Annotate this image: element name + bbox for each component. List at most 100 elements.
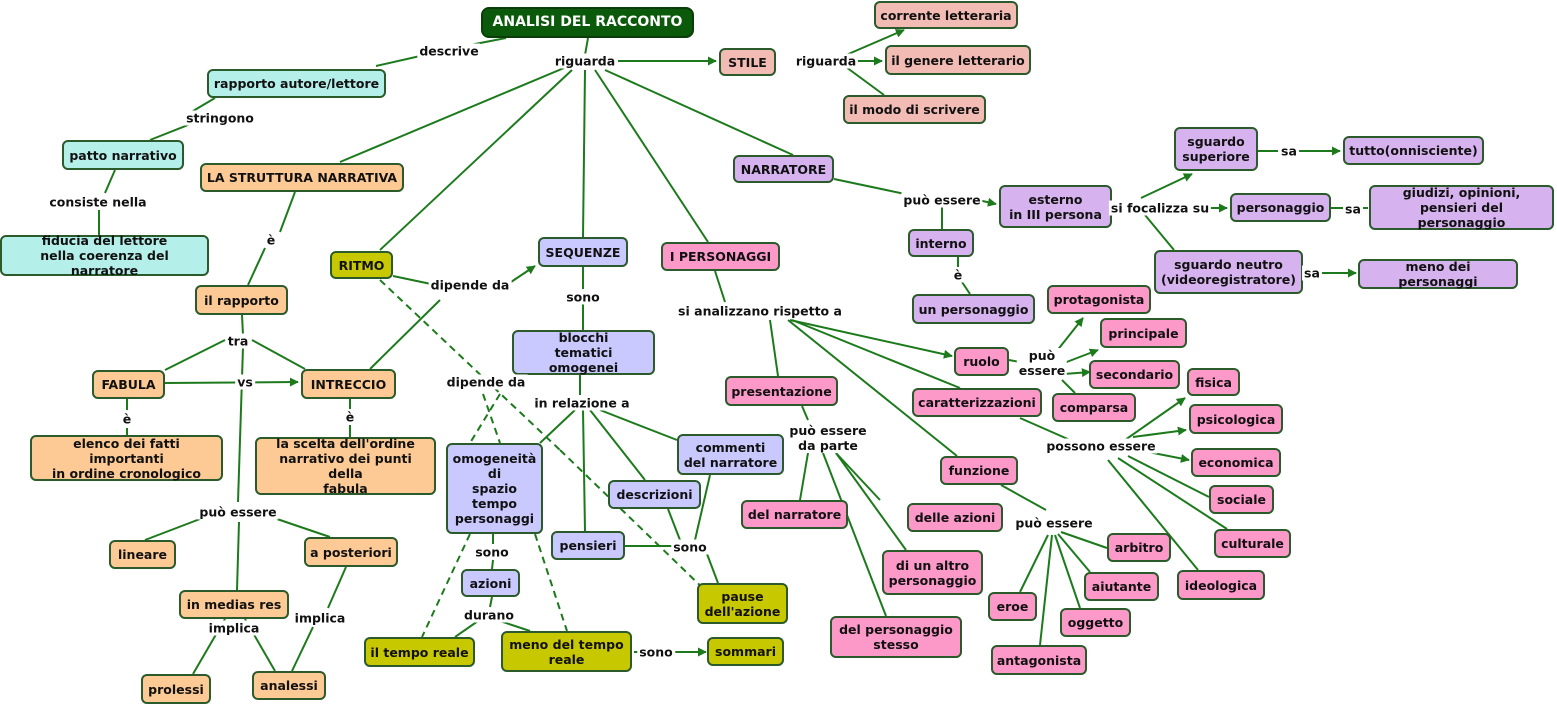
label-sa-neutro: sa <box>1302 265 1322 281</box>
node-arbitro[interactable]: arbitro <box>1107 533 1171 562</box>
node-un-personaggio[interactable]: un personaggio <box>912 294 1035 324</box>
dashed-connector-line <box>421 533 471 638</box>
node-interno[interactable]: interno <box>908 229 974 257</box>
node-eroe[interactable]: eroe <box>988 592 1037 621</box>
connector-line <box>1039 534 1053 646</box>
connector-line <box>1000 484 1047 511</box>
node-psicologica[interactable]: psicologica <box>1189 404 1283 434</box>
node-corrente-letteraria[interactable]: corrente letteraria <box>874 1 1018 29</box>
connector-line <box>1054 534 1081 609</box>
node-stile[interactable]: STILE <box>719 48 776 76</box>
node-oggetto[interactable]: oggetto <box>1060 608 1131 637</box>
node-descrizioni[interactable]: descrizioni <box>608 480 701 509</box>
node-sguardo-neutro[interactable]: sguardo neutro (videoregistratore) <box>1154 250 1303 294</box>
node-caratterizzazioni[interactable]: caratterizzazioni <box>912 388 1042 417</box>
connector-line <box>379 69 573 251</box>
label-sa-superiore: sa <box>1279 143 1299 159</box>
label-tra: tra <box>225 333 251 349</box>
node-funzione[interactable]: funzione <box>940 456 1018 485</box>
node-fabula[interactable]: FABULA <box>92 370 165 399</box>
node-analessi[interactable]: analessi <box>252 671 326 700</box>
node-analisi-del-racconto[interactable]: ANALISI DEL RACCONTO <box>481 7 694 38</box>
node-in-medias-res[interactable]: in medias res <box>179 590 289 619</box>
node-intreccio[interactable]: INTRECCIO <box>301 369 396 399</box>
node-aiutante[interactable]: aiutante <box>1084 572 1159 601</box>
node-delle-azioni[interactable]: delle azioni <box>907 503 1003 532</box>
connector-line <box>787 319 958 457</box>
connector-line <box>1144 214 1175 251</box>
node-sommari[interactable]: sommari <box>707 637 784 666</box>
connector-line <box>454 620 479 638</box>
node-protagonista[interactable]: protagonista <box>1047 285 1151 314</box>
node-blocchi-tematici[interactable]: blocchi tematici omogenei <box>512 330 655 375</box>
node-antagonista[interactable]: antagonista <box>991 645 1087 675</box>
connector-line <box>192 97 216 112</box>
node-tutto-onnisciente[interactable]: tutto(onnisciente) <box>1343 136 1484 165</box>
connector-line <box>835 452 907 551</box>
label-si-analizzano: si analizzano rispetto a <box>676 303 844 319</box>
node-fisica[interactable]: fisica <box>1187 368 1240 396</box>
node-ruolo[interactable]: ruolo <box>954 347 1009 376</box>
node-commenti-narratore[interactable]: commenti del narratore <box>677 434 784 475</box>
connector-line <box>1061 379 1076 394</box>
node-pause-azione[interactable]: pause dell'azione <box>697 583 788 624</box>
node-principale[interactable]: principale <box>1100 318 1187 348</box>
node-omogeneita[interactable]: omogeneità di spazio tempo personaggi <box>446 443 543 534</box>
node-il-rapporto[interactable]: il rapporto <box>195 285 288 315</box>
node-rapporto-autore-lettore[interactable]: rapporto autore/lettore <box>207 69 386 98</box>
node-meno-dei-personaggi[interactable]: meno dei personaggi <box>1358 259 1518 289</box>
node-il-tempo-reale[interactable]: il tempo reale <box>364 637 475 667</box>
connector-line <box>327 566 347 609</box>
node-struttura-narrativa[interactable]: LA STRUTTURA NARRATIVA <box>200 163 404 192</box>
node-meno-tempo-reale[interactable]: meno del tempo reale <box>501 631 632 672</box>
connector-line <box>491 559 494 570</box>
node-scelta-ordine[interactable]: la scelta dell'ordine narrativo dei punt… <box>255 436 436 496</box>
node-narratore[interactable]: NARRATORE <box>733 155 834 183</box>
connector-line <box>236 521 240 591</box>
node-del-narratore[interactable]: del narratore <box>741 500 848 529</box>
node-patto-narrativo[interactable]: patto narrativo <box>62 140 184 170</box>
node-elenco-fatti[interactable]: elenco dei fatti importanti in ordine cr… <box>30 435 223 481</box>
node-economica[interactable]: economica <box>1191 448 1281 477</box>
label-sono-sommari: sono <box>637 644 675 660</box>
connector-line <box>791 319 961 389</box>
node-giudizi-opinioni[interactable]: giudizi, opinioni, pensieri del personag… <box>1369 185 1554 230</box>
node-sociale[interactable]: sociale <box>1209 485 1274 514</box>
node-sguardo-superiore[interactable]: sguardo superiore <box>1174 127 1258 171</box>
node-esterno-iii-persona[interactable]: esterno in III persona <box>999 185 1112 228</box>
node-modo-di-scrivere[interactable]: il modo di scrivere <box>843 95 986 124</box>
dashed-connector-line <box>559 449 711 596</box>
node-personaggio[interactable]: personaggio <box>1230 193 1331 222</box>
connector-line <box>507 265 536 285</box>
connector-line <box>1063 348 1099 364</box>
connector-line <box>789 319 953 359</box>
node-prolessi[interactable]: prolessi <box>141 674 211 704</box>
connector-line <box>833 178 906 195</box>
node-fiducia-del-lettore[interactable]: fiducia del lettore nella coerenza del n… <box>0 233 209 278</box>
label-sono-omogeneita: sono <box>473 544 511 560</box>
node-azioni[interactable]: azioni <box>461 569 520 597</box>
node-i-personaggi[interactable]: I PERSONAGGI <box>661 242 780 271</box>
node-culturale[interactable]: culturale <box>1214 529 1291 558</box>
node-a-posteriori[interactable]: a posteriori <box>304 537 398 567</box>
node-pensieri[interactable]: pensieri <box>551 531 625 560</box>
node-secondario[interactable]: secondario <box>1089 360 1180 389</box>
connector-line <box>694 474 711 541</box>
node-altro-personaggio[interactable]: di un altro personaggio <box>882 550 983 595</box>
label-da-parte: può essere da parte <box>787 423 869 453</box>
label-descrive: descrive <box>417 43 481 59</box>
node-lineare[interactable]: lineare <box>109 540 176 569</box>
connector-line <box>164 339 226 371</box>
node-personaggio-stesso[interactable]: del personaggio stesso <box>830 616 962 658</box>
node-comparsa[interactable]: comparsa <box>1052 393 1136 422</box>
connector-line <box>369 299 441 370</box>
node-sequenze[interactable]: SEQUENZE <box>538 237 628 267</box>
node-presentazione[interactable]: presentazione <box>725 376 838 406</box>
node-genere-letterario[interactable]: il genere letterario <box>885 45 1031 75</box>
label-riguarda-stile: riguarda <box>793 53 859 69</box>
node-ritmo[interactable]: RITMO <box>330 251 393 279</box>
connector-line <box>1140 173 1193 199</box>
node-ideologica[interactable]: ideologica <box>1177 570 1265 600</box>
connector-line <box>599 409 678 441</box>
